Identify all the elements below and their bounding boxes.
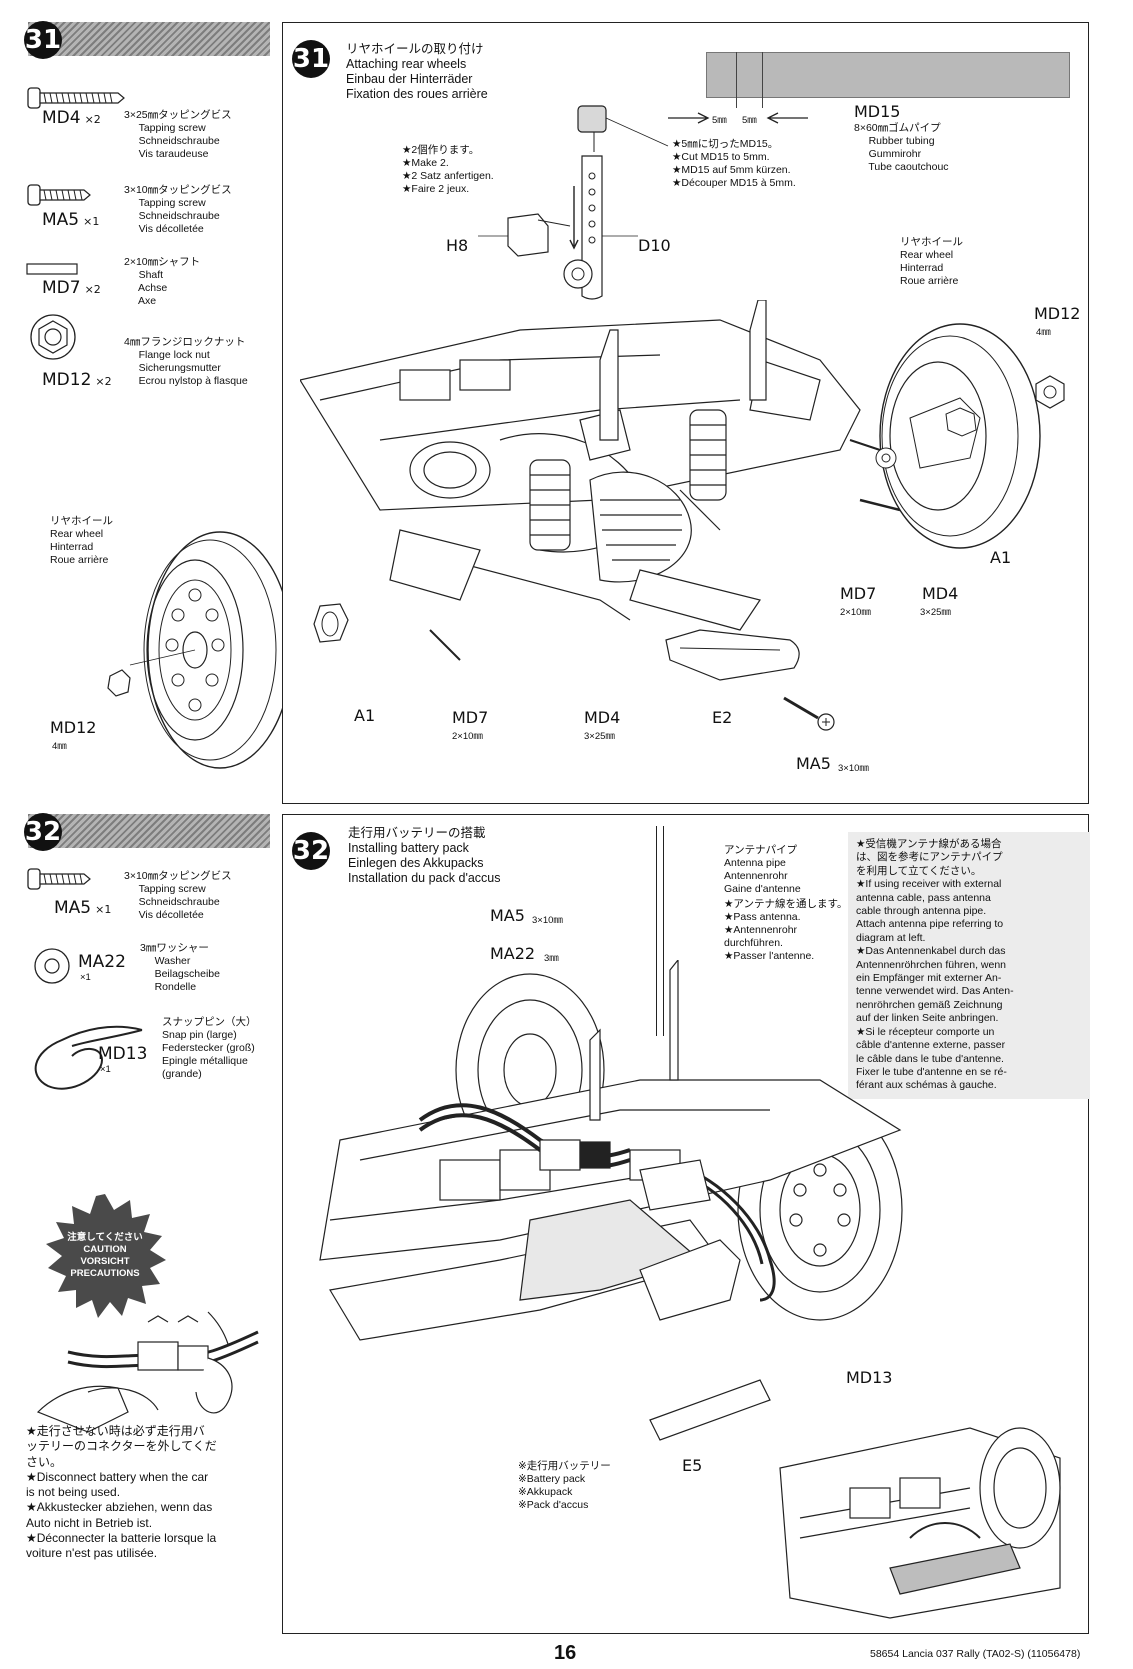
- label-ma5-step32-sub: 3×10㎜: [532, 915, 563, 926]
- label-md4-left: MD4: [584, 708, 621, 727]
- part-md12-name: MD12×2: [42, 370, 112, 390]
- part-md4-name: MD4×2: [42, 108, 101, 128]
- step31-badge: 31: [24, 21, 62, 59]
- part32-md13-desc: スナップピン（大） Snap pin (large) Federstecker …: [162, 1016, 257, 1080]
- rear-wheel-label-left: リヤホイール Rear wheel Hinterrad Roue arrière: [50, 515, 113, 566]
- antenna-pipe-graphic: [656, 826, 664, 1036]
- label-ma22: MA22: [490, 944, 536, 963]
- pass-antenna-note: ★アンテナ線を通します。 ★Pass antenna. ★Antennenroh…: [724, 898, 848, 962]
- part32-ma22-name: MA22: [78, 952, 126, 972]
- label-md13: MD13: [846, 1368, 893, 1387]
- disconnect-connector-drawing: [36, 1311, 259, 1433]
- label-md12-left-sub: 4㎜: [52, 741, 67, 752]
- label-ma5-step31: MA5: [796, 754, 831, 773]
- label-md7-left-sub: 2×10㎜: [452, 731, 483, 742]
- step31-header-bar: [28, 22, 270, 56]
- md4-screw-icon: [27, 87, 125, 109]
- step32-header-bar: [28, 814, 270, 848]
- ma5-screw-icon-step32: [27, 868, 91, 890]
- label-md15: MD15: [854, 102, 901, 121]
- part32-ma5-desc: 3×10㎜タッピングビス Tapping screw Schneidschrau…: [124, 870, 232, 921]
- label-e2: E2: [712, 708, 733, 727]
- md15-tube-graphic: [706, 52, 1070, 98]
- label-md4-right: MD4: [922, 584, 959, 603]
- label-ma5-step32: MA5: [490, 906, 525, 925]
- label-md4-right-sub: 3×25㎜: [920, 607, 951, 618]
- label-ma5-step31-sub: 3×10㎜: [838, 763, 869, 774]
- part-md7-desc: 2×10㎜シャフト Shaft Achse Axe: [124, 256, 201, 307]
- part32-ma22-qty: ×1: [80, 972, 91, 983]
- part32-md13-qty: ×1: [100, 1064, 111, 1075]
- e2-part-drawing: [665, 629, 800, 681]
- step31-title: リヤホイールの取り付け Attaching rear wheels Einbau…: [346, 42, 488, 101]
- rear-wheel-left-drawing: [107, 531, 293, 769]
- label-md12-right: MD12: [1034, 304, 1081, 323]
- antenna-pipe-label: アンテナパイプ Antenna pipe Antennenrohr Gaine …: [724, 844, 801, 895]
- ma22-washer-icon: [34, 948, 70, 984]
- caution-text: ★走行させない時は必ず走行用バ ッテリーのコネクターを外してくだ さい。 ★Di…: [26, 1424, 217, 1561]
- step32-panel-badge: 32: [292, 832, 330, 870]
- chassis-inset-drawing: [779, 1427, 1061, 1619]
- label-md7-left: MD7: [452, 708, 489, 727]
- manual-code: 58654 Lancia 037 Rally (TA02-S) (1105647…: [870, 1648, 1081, 1660]
- label-md7-right: MD7: [840, 584, 877, 603]
- caution-starburst-icon: [46, 1194, 166, 1318]
- ma5-screw-drawing: [783, 696, 835, 731]
- ma5-screw-icon: [27, 184, 91, 206]
- step31-panel-badge: 31: [292, 40, 330, 78]
- label-md12-left: MD12: [50, 718, 97, 737]
- part-md12-desc: 4㎜フランジロックナット Flange lock nut Sicherungsm…: [124, 336, 248, 387]
- md15-cut-line-2: [762, 52, 763, 108]
- label-md7-right-sub: 2×10㎜: [840, 607, 871, 618]
- label-md12-right-sub: 4㎜: [1036, 327, 1051, 338]
- cut-md15-note: ★5㎜に切ったMD15。 ★Cut MD15 to 5mm. ★MD15 auf…: [672, 138, 796, 189]
- md15-desc: 8×60㎜ゴムパイプ Rubber tubing Gummirohr Tube …: [854, 122, 949, 173]
- md12-nut-right-drawing: [1035, 375, 1065, 409]
- step32-badge: 32: [24, 813, 62, 851]
- label-e5: E5: [682, 1456, 703, 1475]
- part-md4-desc: 3×25㎜タッピングビス Tapping screw Schneidschrau…: [124, 109, 232, 160]
- md15-dimension-arrows: [668, 112, 808, 124]
- md15-dim-b: 5㎜: [742, 115, 757, 126]
- caution-badge-text: 注意してください CAUTION VORSICHT PRECAUTIONS: [67, 1232, 143, 1279]
- rear-wheel-right-drawing: [875, 323, 1041, 549]
- rear-wheel-label-right: リヤホイール Rear wheel Hinterrad Roue arrière: [900, 236, 963, 287]
- a1-hub-left-drawing: [313, 603, 349, 643]
- part-ma5-desc: 3×10㎜タッピングビス Tapping screw Schneidschrau…: [124, 184, 232, 235]
- d10-h8-subassembly: [478, 105, 669, 300]
- part-md7-name: MD7×2: [42, 278, 101, 298]
- part32-ma22-desc: 3㎜ワッシャー Washer Beilagscheibe Rondelle: [140, 942, 220, 993]
- part-ma5-name: MA5×1: [42, 210, 100, 230]
- md12-nut-icon: [30, 314, 76, 360]
- part32-md13-name: MD13: [98, 1044, 148, 1064]
- antenna-note-box: ★受信機アンテナ線がある場合 は、図を参考にアンテナパイプ を利用して立てくださ…: [848, 832, 1090, 1099]
- md13-snap-pin-icon: [34, 1025, 143, 1090]
- label-h8: H8: [446, 236, 469, 255]
- battery-pack-label: ※走行用バッテリー ※Battery pack ※Akkupack ※Pack …: [518, 1460, 611, 1511]
- part32-ma5-name: MA5×1: [54, 898, 112, 918]
- make2-note: ★2個作ります。 ★Make 2. ★2 Satz anfertigen. ★F…: [402, 144, 494, 195]
- label-a1-right: A1: [990, 548, 1012, 567]
- page-number: 16: [554, 1642, 577, 1664]
- step32-title: 走行用バッテリーの搭載 Installing battery pack Einl…: [348, 826, 501, 885]
- label-d10: D10: [638, 236, 671, 255]
- md15-cut-line-1: [736, 52, 737, 108]
- chassis-rear-drawing: [300, 300, 901, 661]
- label-md4-left-sub: 3×25㎜: [584, 731, 615, 742]
- chassis-battery-drawing: [319, 960, 903, 1441]
- label-ma22-sub: 3㎜: [544, 953, 559, 964]
- label-a1-left: A1: [354, 706, 376, 725]
- md15-dim-a: 5㎜: [712, 115, 727, 126]
- md7-shaft-icon: [26, 263, 78, 275]
